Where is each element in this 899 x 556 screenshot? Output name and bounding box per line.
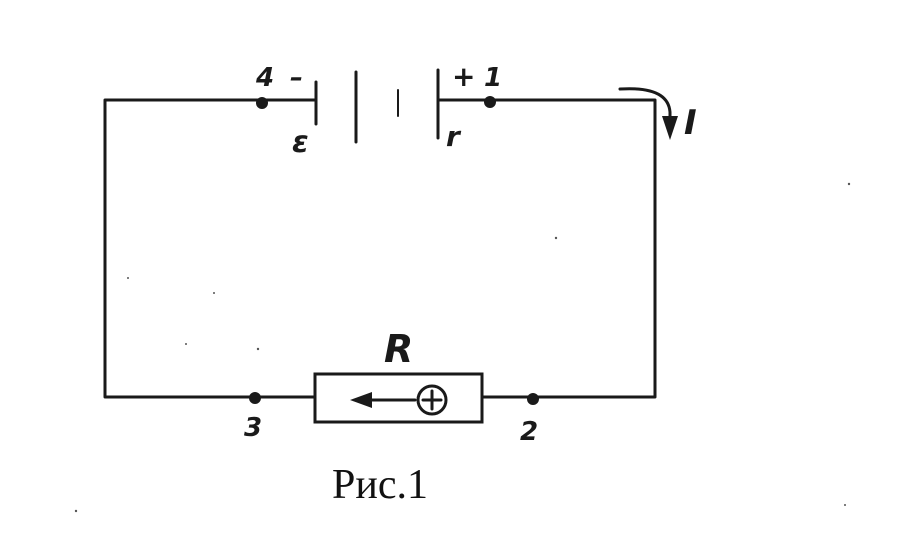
node-3-dot — [249, 392, 261, 404]
resistor-arrow-head — [350, 392, 372, 408]
circuit-wires — [103, 98, 657, 399]
wire-right — [488, 98, 657, 399]
internal-resistance-label: r — [446, 120, 462, 153]
current-arrow-head — [662, 116, 678, 140]
scan-noise — [74, 182, 851, 513]
node-4-dot — [256, 97, 268, 109]
figure-caption: Рис.1 — [332, 462, 428, 508]
node-3-label: 3 — [244, 413, 262, 443]
node-1-label: 1 — [484, 63, 502, 93]
resistor-label: R — [384, 327, 413, 371]
wire-top-left — [103, 98, 264, 399]
node-1-dot — [484, 96, 496, 108]
node-2-label: 2 — [520, 417, 538, 447]
resistor-body — [313, 372, 484, 424]
current-label: I — [684, 103, 697, 143]
current-arrow — [618, 87, 678, 140]
battery-minus-sign: – — [290, 63, 303, 93]
battery-plus-sign: + — [452, 60, 475, 93]
current-arrow-curve — [618, 87, 672, 130]
node-4-label: 4 — [255, 63, 274, 93]
resistor-circled-plus — [416, 384, 448, 416]
node-2-dot — [527, 393, 539, 405]
battery — [314, 68, 440, 144]
emf-label: ε — [292, 125, 309, 160]
resistor — [313, 372, 484, 424]
